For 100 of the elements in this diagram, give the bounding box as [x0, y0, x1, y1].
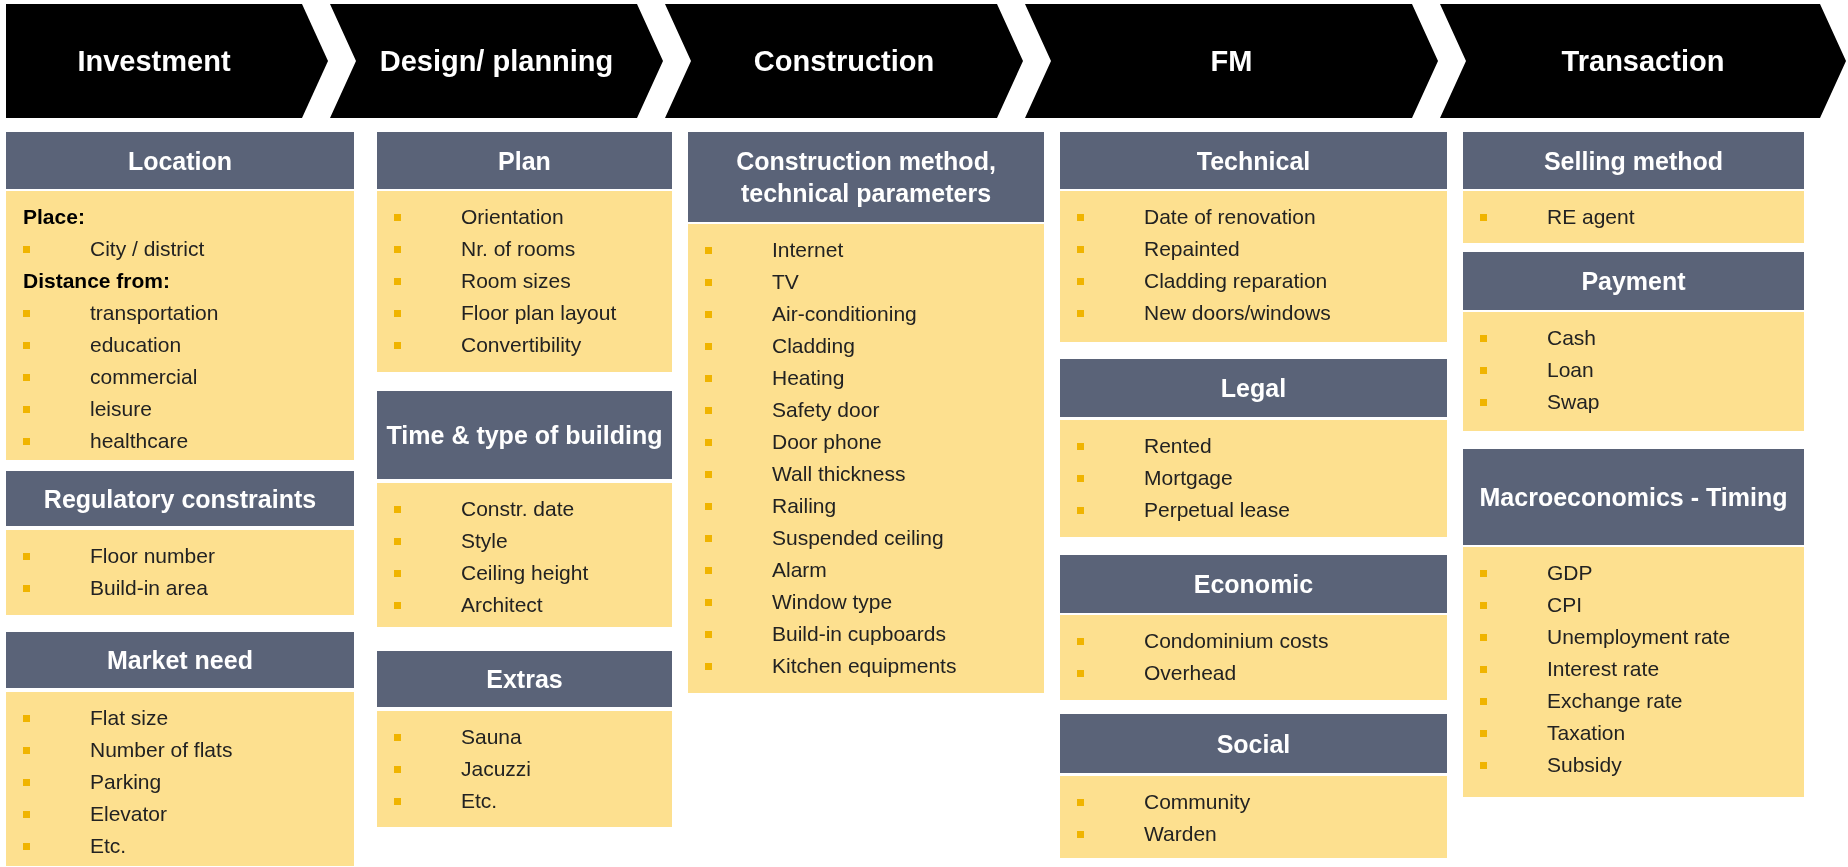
list-item: Architect	[461, 592, 543, 619]
category-header: Macroeconomics - Timing	[1463, 449, 1804, 545]
list-item: Style	[461, 528, 508, 555]
list-item: Safety door	[772, 397, 880, 424]
list-item: TV	[772, 269, 799, 296]
list-item: Alarm	[772, 557, 827, 584]
list-item: Taxation	[1547, 720, 1626, 747]
list-item: Community	[1144, 789, 1251, 816]
group-label: Place:	[23, 204, 85, 231]
list-item: Etc.	[461, 788, 498, 815]
group-label: Distance from:	[23, 268, 171, 295]
list-panel	[6, 530, 354, 615]
stage-label: Construction	[753, 44, 935, 79]
list-item: Window type	[772, 589, 893, 616]
category-header: Economic	[1060, 555, 1447, 613]
list-item: Cladding	[772, 333, 855, 360]
list-panel	[1463, 191, 1804, 243]
list-item: Convertibility	[461, 332, 582, 359]
category-header: Plan	[377, 132, 672, 189]
list-item: Elevator	[90, 801, 168, 828]
list-item: Nr. of rooms	[461, 236, 576, 263]
list-item: City / district	[90, 236, 205, 263]
list-item: transportation	[90, 300, 219, 327]
list-panel	[377, 483, 672, 627]
list-panel	[1463, 312, 1804, 431]
stage-banner	[6, 4, 328, 118]
category-header: Payment	[1463, 252, 1804, 310]
category-header: Construction method, technical parameters	[688, 132, 1044, 222]
list-item: Date of renovation	[1144, 204, 1316, 231]
category-header: Regulatory constraints	[6, 471, 354, 526]
list-item: Door phone	[772, 429, 882, 456]
list-item: Room sizes	[461, 268, 571, 295]
list-panel	[1060, 191, 1447, 342]
category-header: Location	[6, 132, 354, 189]
list-item: Loan	[1547, 357, 1594, 384]
list-panel	[1060, 420, 1447, 537]
list-item: Jacuzzi	[461, 756, 532, 783]
category-header: Market need	[6, 632, 354, 688]
stage-banner	[330, 4, 663, 118]
list-item: Orientation	[461, 204, 564, 231]
list-item: Flat size	[90, 705, 169, 732]
list-item: Unemployment rate	[1547, 624, 1731, 651]
list-panel	[377, 711, 672, 827]
list-item: New doors/windows	[1144, 300, 1331, 327]
list-item: Internet	[772, 237, 844, 264]
stage-label: Transaction	[1561, 44, 1725, 79]
stage-banner	[665, 4, 1023, 118]
list-item: Floor plan layout	[461, 300, 617, 327]
list-item: Mortgage	[1144, 465, 1233, 492]
list-panel	[6, 191, 354, 460]
list-item: Kitchen equipments	[772, 653, 957, 680]
category-header: Selling method	[1463, 132, 1804, 189]
list-item: Build-in cupboards	[772, 621, 946, 648]
category-header: Social	[1060, 714, 1447, 773]
list-item: Floor number	[90, 543, 215, 570]
category-header: Extras	[377, 651, 672, 707]
list-item: leisure	[90, 396, 152, 423]
list-item: Cash	[1547, 325, 1597, 352]
list-item: Constr. date	[461, 496, 575, 523]
list-item: Subsidy	[1547, 752, 1622, 779]
list-panel	[377, 191, 672, 372]
list-panel	[6, 692, 354, 866]
list-item: Number of flats	[90, 737, 233, 764]
list-item: CPI	[1547, 592, 1582, 619]
list-item: Cladding reparation	[1144, 268, 1328, 295]
stage-label: Design/ planning	[379, 44, 614, 79]
list-item: Heating	[772, 365, 845, 392]
list-item: Swap	[1547, 389, 1600, 416]
stage-label: Investment	[77, 44, 231, 79]
list-item: RE agent	[1547, 204, 1635, 231]
list-item: Rented	[1144, 433, 1212, 460]
list-item: Perpetual lease	[1144, 497, 1290, 524]
list-item: Warden	[1144, 821, 1217, 848]
list-item: Interest rate	[1547, 656, 1660, 683]
list-item: Wall thickness	[772, 461, 906, 488]
list-item: Sauna	[461, 724, 522, 751]
list-item: Exchange rate	[1547, 688, 1683, 715]
list-item: education	[90, 332, 182, 359]
list-item: Overhead	[1144, 660, 1237, 687]
stage-banner	[1025, 4, 1438, 118]
list-item: commercial	[90, 364, 198, 391]
list-panel	[688, 224, 1044, 693]
list-item: Railing	[772, 493, 837, 520]
category-header: Time & type of building	[377, 391, 672, 479]
category-header: Technical	[1060, 132, 1447, 189]
list-item: Ceiling height	[461, 560, 589, 587]
list-item: Etc.	[90, 833, 127, 860]
list-item: Parking	[90, 769, 162, 796]
stage-banner	[1440, 4, 1846, 118]
list-item: Build-in area	[90, 575, 208, 602]
list-panel	[1463, 547, 1804, 797]
list-item: Condominium costs	[1144, 628, 1329, 655]
list-item: Air-conditioning	[772, 301, 917, 328]
list-panel	[1060, 776, 1447, 858]
list-item: healthcare	[90, 428, 189, 455]
list-panel	[1060, 615, 1447, 700]
category-header: Legal	[1060, 359, 1447, 417]
stage-label: FM	[1210, 44, 1253, 79]
list-item: Suspended ceiling	[772, 525, 944, 552]
list-item: GDP	[1547, 560, 1593, 587]
